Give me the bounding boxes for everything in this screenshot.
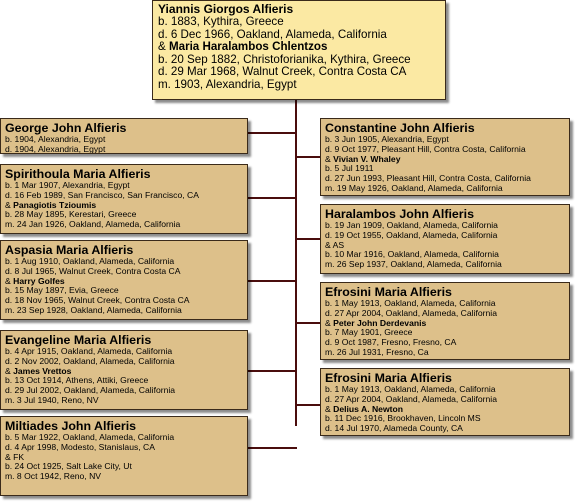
spouse-prefix: & [5, 365, 14, 376]
branch-line [248, 447, 297, 449]
spouse-death: d. 27 Jun 1993, Pleasant Hill, Contra Co… [325, 173, 531, 184]
spouse-death: d. 29 Jul 2002, Oakland, Alameda, Califo… [5, 385, 176, 396]
child-spouse-name: Vivian V. Whaley [333, 153, 401, 164]
child-box-evangeline[interactable]: Evangeline Maria Alfieris b. 4 Apr 1915,… [0, 330, 248, 410]
child-spouse-name: Panagiotis Tzioumis [13, 199, 97, 210]
marriage: m. 26 Jul 1931, Fresno, Ca [325, 346, 429, 357]
root-spouse-birth: b. 20 Sep 1882, Christoforianika, Kythir… [158, 52, 411, 66]
child-spouse-line: & Delius A. Newton [325, 403, 565, 415]
child-name: Efrosini Maria Alfieris [325, 285, 452, 299]
child-death: d. 16 Feb 1989, San Francisco, San Franc… [5, 189, 199, 200]
child-name: Constantine John Alfieris [325, 121, 475, 135]
marriage: m. 3 Jul 1940, Reno, NV [5, 394, 99, 405]
spouse-death: d. 18 Nov 1965, Walnut Creek, Contra Cos… [5, 295, 190, 306]
branch-line [248, 280, 297, 282]
child-spouse-name: Harry Golfes [13, 275, 65, 286]
root-spouse-death: d. 29 Mar 1968, Walnut Creek, Contra Cos… [158, 65, 407, 79]
child-birth: b. 4 Apr 1915, Oakland, Alameda, Califor… [5, 346, 173, 357]
child-birth: b. 1 May 1913, Oakland, Alameda, Califor… [325, 384, 496, 395]
child-death: d. 19 Oct 1955, Oakland, Alameda, Califo… [325, 229, 498, 240]
child-box-haralambos[interactable]: Haralambos John Alfieris b. 19 Jan 1909,… [320, 204, 570, 274]
child-name: Spirithoula Maria Alfieris [5, 167, 151, 181]
child-birth: b. 1 May 1913, Oakland, Alameda, Califor… [325, 298, 496, 309]
spouse-prefix: & [5, 275, 14, 286]
spouse-death: d. 14 Jul 1970, Alameda County, CA [325, 423, 463, 434]
child-name: Haralambos John Alfieris [325, 207, 474, 221]
child-death: d. 8 Jul 1965, Walnut Creek, Contra Cost… [5, 265, 181, 276]
child-box-spirithoula[interactable]: Spirithoula Maria Alfieris b. 1 Mar 1907… [0, 164, 248, 234]
child-death: d. 1904, Alexandria, Egypt [5, 143, 106, 154]
branch-line [296, 404, 320, 406]
child-box-aspasia[interactable]: Aspasia Maria Alfieris b. 1 Aug 1910, Oa… [0, 240, 248, 320]
child-spouse-line: & Peter John Derdevanis [325, 317, 565, 329]
branch-line [248, 197, 297, 199]
spouse-birth: b. 13 Oct 1914, Athens, Attiki, Greece [5, 375, 149, 386]
child-death: d. 9 Oct 1977, Pleasant Hill, Contra Cos… [325, 143, 526, 154]
child-box-george[interactable]: George John Alfieris b. 1904, Alexandria… [0, 118, 248, 154]
spouse-prefix: & [325, 403, 334, 414]
child-birth: b. 1 Mar 1907, Alexandria, Egypt [5, 180, 130, 191]
branch-line [248, 370, 297, 372]
child-name: Miltiades John Alfieris [5, 419, 137, 433]
root-birth: b. 1883, Kythira, Greece [158, 15, 284, 29]
spouse-birth: b. 24 Oct 1925, Salt Lake City, Ut [5, 461, 132, 472]
child-death: d. 4 Apr 1998, Modesto, Stanislaus, CA [5, 441, 156, 452]
root-spouse-line: & Maria Haralambos Chlentzos [158, 40, 440, 54]
child-birth: b. 3 Jun 1905, Alexandria, Egypt [325, 134, 449, 145]
root-name: Yiannis Giorgos Alfieris [158, 2, 294, 16]
child-birth: b. 1904, Alexandria, Egypt [5, 134, 106, 145]
child-spouse-line: & Panagiotis Tzioumis [5, 199, 243, 211]
child-name: George John Alfieris [5, 121, 127, 135]
child-spouse-line: & Harry Golfes [5, 275, 243, 287]
child-spouse-line: & AS [325, 239, 345, 250]
spouse-birth: b. 28 May 1895, Kerestari, Greece [5, 209, 137, 220]
spouse-birth: b. 15 May 1897, Evia, Greece [5, 285, 119, 296]
child-name: Efrosini Maria Alfieris [325, 371, 452, 385]
spouse-birth: b. 10 Mar 1916, Oakland, Alameda, Califo… [325, 249, 499, 260]
child-spouse-line: & James Vrettos [5, 365, 243, 377]
child-name: Evangeline Maria Alfieris [5, 333, 152, 347]
child-spouse-name: James Vrettos [13, 365, 72, 376]
branch-line [248, 132, 297, 134]
child-birth: b. 5 Mar 1922, Oakland, Alameda, Califor… [5, 432, 175, 443]
marriage: m. 8 Oct 1942, Reno, NV [5, 471, 102, 482]
spouse-birth: b. 5 Jul 1911 [325, 163, 374, 174]
spouse-prefix: & [158, 40, 169, 54]
child-box-efrosini-2[interactable]: Efrosini Maria Alfieris b. 1 May 1913, O… [320, 368, 570, 436]
spouse-prefix: & [5, 199, 14, 210]
child-box-miltiades[interactable]: Miltiades John Alfieris b. 5 Mar 1922, O… [0, 416, 248, 496]
child-death: d. 27 Apr 2004, Oakland, Alameda, Califo… [325, 307, 497, 318]
marriage: m. 19 May 1926, Oakland, Alameda, Califo… [325, 182, 503, 193]
child-birth: b. 1 Aug 1910, Oakland, Alameda, Califor… [5, 256, 175, 267]
root-spouse-name: Maria Haralambos Chlentzos [168, 40, 328, 54]
child-spouse-line: & Vivian V. Whaley [325, 153, 565, 165]
child-death: d. 2 Nov 2002, Oakland, Alameda, Califor… [5, 355, 175, 366]
branch-line [296, 322, 320, 324]
trunk-line [295, 100, 297, 426]
branch-line [296, 156, 320, 158]
spouse-prefix: & [325, 153, 334, 164]
marriage: m. 24 Jan 1926, Oakland, Alameda, Califo… [5, 219, 181, 230]
marriage: m. 23 Sep 1928, Oakland, Alameda, Califo… [5, 304, 182, 315]
child-name: Aspasia Maria Alfieris [5, 243, 134, 257]
spouse-birth: b. 11 Dec 1916, Brookhaven, Lincoln MS [325, 413, 481, 424]
child-spouse-name: Delius A. Newton [333, 403, 403, 414]
child-spouse-name: Peter John Derdevanis [333, 317, 427, 328]
child-spouse-line: & FK [5, 451, 25, 462]
child-birth: b. 19 Jan 1909, Oakland, Alameda, Califo… [325, 220, 498, 231]
root-couple-box[interactable]: Yiannis Giorgos Alfieris b. 1883, Kythir… [152, 0, 446, 100]
child-box-constantine[interactable]: Constantine John Alfieris b. 3 Jun 1905,… [320, 118, 570, 196]
root-marriage: m. 1903, Alexandria, Egypt [158, 77, 297, 91]
branch-line [296, 238, 320, 240]
spouse-birth: b. 7 May 1901, Greece [325, 327, 413, 338]
root-death: d. 6 Dec 1966, Oakland, Alameda, Califor… [158, 27, 387, 41]
child-death: d. 27 Apr 2004, Oakland, Alameda, Califo… [325, 393, 497, 404]
marriage: m. 26 Sep 1937, Oakland, Alameda, Califo… [325, 259, 502, 270]
spouse-prefix: & [325, 317, 334, 328]
child-box-efrosini-1[interactable]: Efrosini Maria Alfieris b. 1 May 1913, O… [320, 282, 570, 360]
spouse-death: d. 9 Oct 1987, Fresno, Fresno, CA [325, 337, 457, 348]
